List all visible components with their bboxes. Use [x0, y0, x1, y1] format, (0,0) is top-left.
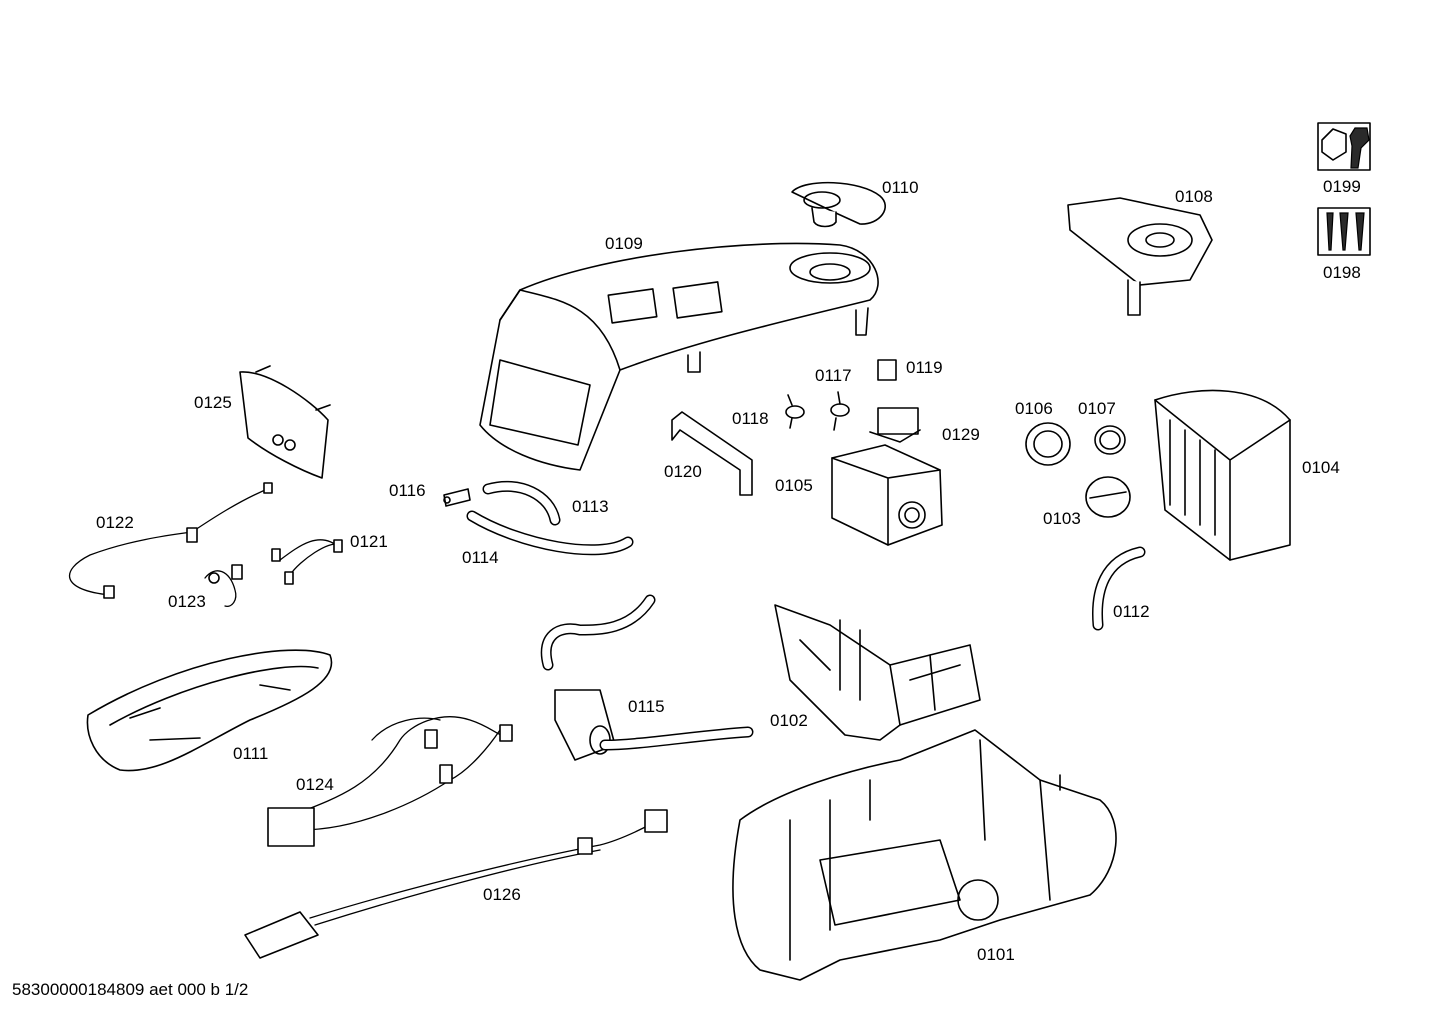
- part-0123-wire: [204, 564, 243, 607]
- part-0106-ring: [1025, 422, 1071, 466]
- part-0105-boiler: [831, 444, 943, 546]
- legend-label-screws: 0198: [1323, 263, 1361, 282]
- legend-label-tool: 0199: [1323, 177, 1361, 196]
- label-0122: 0122: [96, 513, 134, 532]
- label-0121: 0121: [350, 532, 388, 551]
- label-0104: 0104: [1302, 458, 1340, 477]
- label-0116: 0116: [389, 481, 426, 500]
- part-0101-base-housing: [732, 729, 1117, 981]
- label-0114: 0114: [462, 548, 499, 567]
- label-0115: 0115: [628, 697, 665, 716]
- part-0111-base-plate: [86, 649, 333, 772]
- label-0108: 0108: [1175, 187, 1213, 206]
- label-0124: 0124: [296, 775, 334, 794]
- part-0107-ring: [1094, 425, 1126, 455]
- part-0112-hose: [1092, 546, 1146, 631]
- label-0103: 0103: [1043, 509, 1081, 528]
- label-0119: 0119: [906, 358, 943, 377]
- label-0125: 0125: [194, 393, 232, 412]
- part-0115-pump: [540, 594, 754, 761]
- part-0109-housing-cover: [479, 242, 879, 471]
- part-0120-clip: [671, 411, 753, 496]
- part-0124-wiring-harness: [267, 716, 513, 847]
- part-0119-fuse: [877, 359, 897, 381]
- label-0107: 0107: [1078, 399, 1116, 418]
- part-0117-thermostat: [830, 391, 850, 431]
- label-0110: 0110: [882, 178, 919, 197]
- screws-icon: [1317, 207, 1371, 256]
- wrench-nut-icon: [1317, 122, 1371, 171]
- label-0105: 0105: [775, 476, 813, 495]
- part-0103-cap: [1085, 476, 1131, 518]
- part-0116-connector: [443, 488, 471, 507]
- part-0114-hose: [466, 510, 634, 556]
- label-0129: 0129: [942, 425, 980, 444]
- document-code: 58300000184809 aet 000 b 1/2: [12, 980, 249, 999]
- label-0111: 0111: [233, 744, 268, 763]
- label-0123: 0123: [168, 592, 206, 611]
- part-0129-valve: [869, 407, 921, 443]
- part-0110-cap: [791, 181, 886, 228]
- label-0117: 0117: [815, 366, 852, 385]
- part-0104-water-tank: [1154, 389, 1291, 561]
- part-0118-thermostat: [785, 394, 805, 429]
- label-0126: 0126: [483, 885, 521, 904]
- part-0113-hose: [482, 480, 561, 526]
- label-0120: 0120: [664, 462, 702, 481]
- label-0112: 0112: [1113, 602, 1150, 621]
- label-0118: 0118: [732, 409, 769, 428]
- label-0102: 0102: [770, 711, 808, 730]
- part-0121-wire: [271, 539, 343, 585]
- label-0106: 0106: [1015, 399, 1053, 418]
- label-0113: 0113: [572, 497, 609, 516]
- part-0108-bracket: [1067, 197, 1213, 316]
- part-0122-wire: [68, 482, 273, 599]
- part-0102-frame: [774, 604, 981, 741]
- part-0126-power-cord: [244, 809, 668, 959]
- label-0101: 0101: [977, 945, 1015, 964]
- part-0125-panel: [239, 365, 331, 479]
- label-0109: 0109: [605, 234, 643, 253]
